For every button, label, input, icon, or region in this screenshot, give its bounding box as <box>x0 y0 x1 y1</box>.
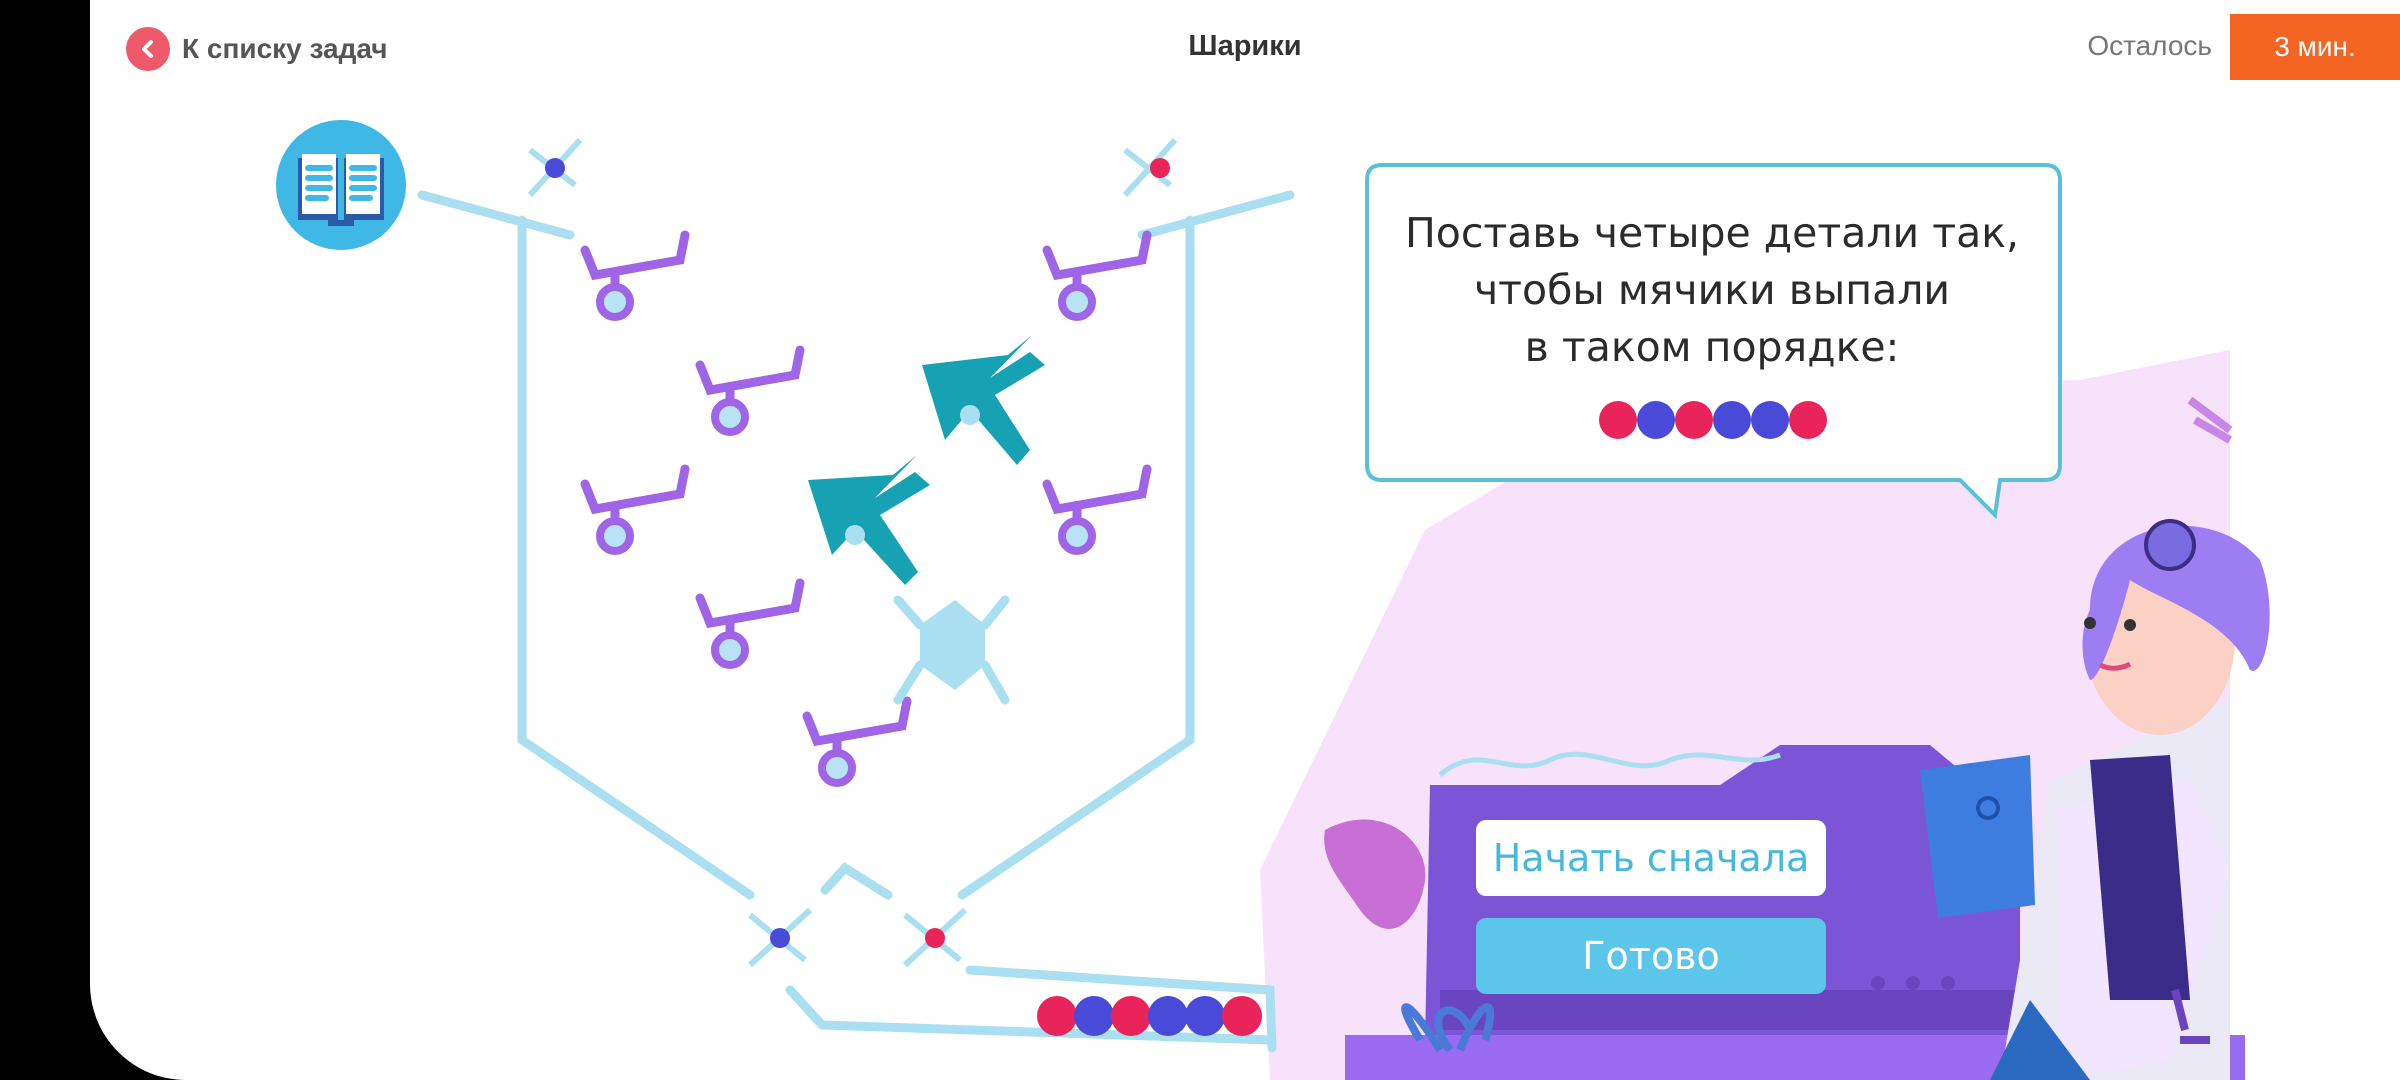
target-ball-5 <box>1751 401 1789 439</box>
leaf-right <box>2187 396 2233 444</box>
restart-button[interactable]: Начать сначала <box>1476 820 1826 896</box>
target-order <box>1599 401 1827 439</box>
tray-ball-2 <box>1074 996 1114 1036</box>
tray-ball-4 <box>1148 996 1188 1036</box>
spinner-top-right <box>1122 137 1178 198</box>
teal-part-1[interactable] <box>922 335 1045 465</box>
task-line-3: в таком порядке: <box>1524 323 1900 371</box>
done-button[interactable]: Готово <box>1476 918 1826 994</box>
target-ball-6 <box>1789 401 1827 439</box>
tray-ball-1 <box>1037 996 1077 1036</box>
task-line-1: Поставь четыре детали так, <box>1404 209 2020 257</box>
leaf-left <box>1324 819 1426 929</box>
tray-ball-6 <box>1222 996 1262 1036</box>
cross-part[interactable] <box>893 595 1010 705</box>
ball-tray <box>1037 996 1262 1036</box>
target-ball-4 <box>1713 401 1751 439</box>
puzzle-scene <box>417 137 2270 1080</box>
spinner-bottom-left <box>747 907 813 968</box>
scientist-character <box>1920 519 2270 1080</box>
back-to-tasks-button[interactable]: К списку задач <box>126 26 388 72</box>
purple-part-4[interactable] <box>585 469 685 551</box>
plant-icon <box>1401 1003 1495 1053</box>
purple-part-2[interactable] <box>1047 235 1147 317</box>
spinner-top-left <box>527 137 583 198</box>
remaining-label: Осталось <box>2087 30 2212 61</box>
target-ball-1 <box>1599 401 1637 439</box>
purple-part-7[interactable] <box>807 701 907 783</box>
target-ball-2 <box>1637 401 1675 439</box>
speech-bubble <box>1365 163 2062 520</box>
spinner-bottom-right <box>902 907 968 968</box>
tray-ball-3 <box>1111 996 1151 1036</box>
back-label: К списку задач <box>182 33 388 64</box>
target-ball-3 <box>1675 401 1713 439</box>
ball-track <box>417 190 1295 1053</box>
purple-part-3[interactable] <box>700 350 800 432</box>
task-instruction: Поставь четыре детали так, чтобы мячики … <box>1372 205 2052 376</box>
purple-part-1[interactable] <box>585 235 685 317</box>
timer-badge: 3 мин. <box>2230 14 2400 80</box>
back-arrow-icon <box>126 27 170 71</box>
teal-part-2[interactable] <box>808 455 930 585</box>
purple-part-5[interactable] <box>1047 469 1147 551</box>
task-line-2: чтобы мячики выпали <box>1473 266 1951 314</box>
book-icon[interactable] <box>276 120 406 250</box>
game-screen: К списку задач Шарики Осталось 3 мин. По… <box>90 0 2400 1080</box>
tray-ball-5 <box>1185 996 1225 1036</box>
purple-part-6[interactable] <box>700 583 800 665</box>
